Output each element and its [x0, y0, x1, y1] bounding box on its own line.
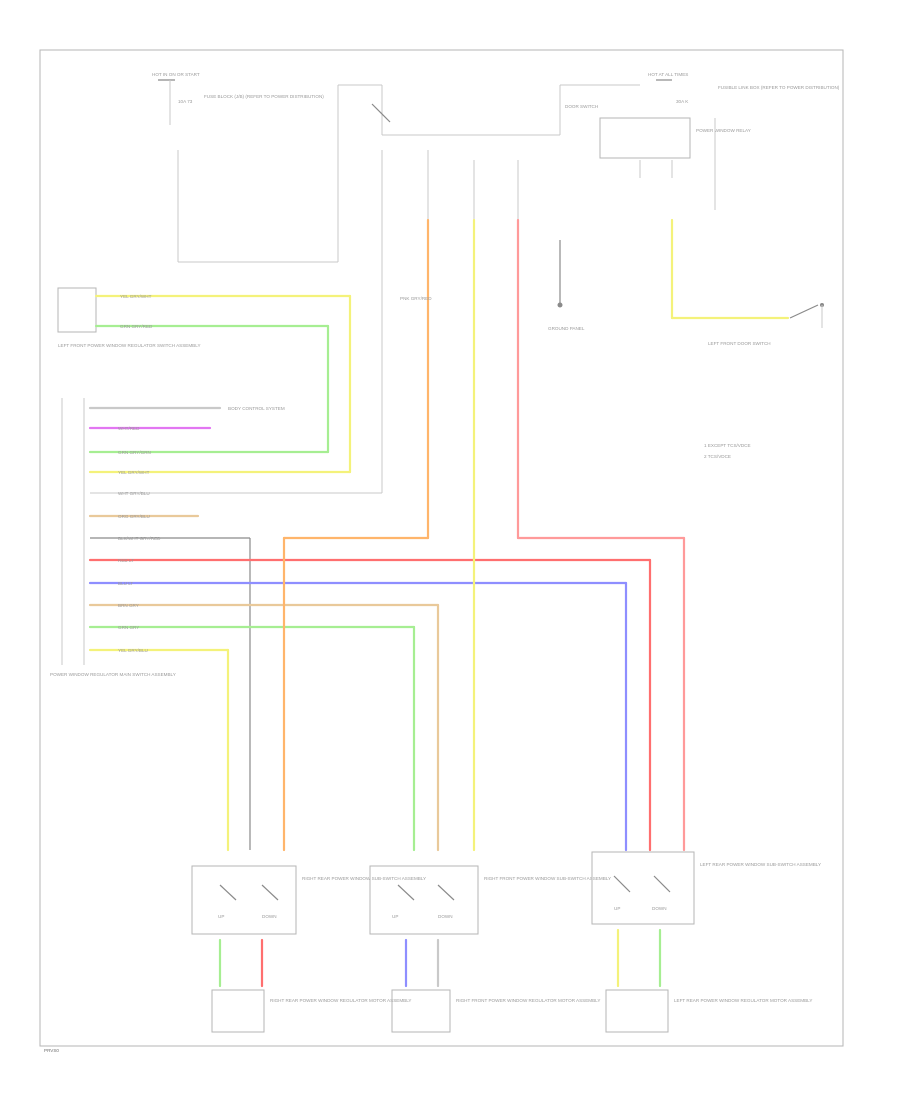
- power-relay-label: POWER WINDOW RELAY: [696, 128, 751, 133]
- vertical-feeds: PNK GRY/RED: [282, 218, 686, 852]
- wire-label-14: YEL GRY/BLU: [118, 648, 148, 653]
- lr-switch-up: UP: [614, 906, 620, 911]
- power-relay-box: [599, 117, 691, 159]
- wire-label-6: YEL GRY/WHT: [118, 470, 150, 475]
- left-front-switch-assy-label: LEFT FRONT POWER WINDOW REGULATOR SWITCH…: [58, 343, 201, 348]
- lr-motor-label: LEFT REAR POWER WINDOW REGULATOR MOTOR A…: [674, 998, 812, 1003]
- wire-label-5: GRN GRY/GRN: [118, 450, 151, 455]
- fuse-right-desc: FUSIBLE LINK BOX (REFER TO POWER DISTRIB…: [718, 85, 840, 90]
- left-front-door-switch-label: LEFT FRONT DOOR SWITCH: [708, 341, 771, 346]
- rr-motor: RIGHT REAR POWER WINDOW REGULATOR MOTOR …: [211, 989, 412, 1033]
- door-switch-label: DOOR SWITCH: [565, 104, 598, 109]
- wire-label-10: RED LT: [118, 558, 134, 563]
- legend-item-1: 1 EXCEPT TCS/VDCE: [704, 443, 751, 448]
- rr-switch-up: UP: [218, 914, 224, 919]
- rf-motor-label: RIGHT FRONT POWER WINDOW REGULATOR MOTOR…: [456, 998, 600, 1003]
- fuse-right-top-label: HOT AT ALL TIMES: [648, 72, 688, 77]
- rr-sub-switch: RIGHT REAR POWER WINDOW SUB-SWITCH ASSEM…: [191, 865, 426, 988]
- fuse-left-top-label: HOT IN ON OR START: [152, 72, 200, 77]
- rr-switch-down: DOWN: [262, 914, 277, 919]
- wire-label-3: WHT/RED: [118, 426, 140, 431]
- wire-label-11: BLU LT: [118, 581, 133, 586]
- diagram-border: [39, 49, 844, 1047]
- main-switch-desc: POWER WINDOW REGULATOR MAIN SWITCH ASSEM…: [50, 672, 176, 677]
- wire-label-12: BRN GRY: [118, 603, 139, 608]
- wire-label-9: BLK/WHT GRY/RED: [118, 536, 161, 541]
- fuse-left-desc: FUSE BLOCK (J/B) (REFER TO POWER DISTRIB…: [204, 94, 324, 99]
- fuse-left-label: 10A 73: [178, 99, 193, 104]
- rf-sub-switch: RIGHT FRONT POWER WINDOW SUB-SWITCH ASSE…: [369, 865, 611, 988]
- main-switch-bus: DOOR SWITCH: [371, 84, 640, 240]
- wire-label-4: PNK GRY/RED: [400, 296, 432, 301]
- lr-switch-down: DOWN: [652, 906, 667, 911]
- wire-label-13: GRN GRY: [118, 625, 139, 630]
- lr-switch-label: LEFT REAR POWER WINDOW SUB-SWITCH ASSEMB…: [700, 862, 821, 867]
- left-front-door-switch: LEFT FRONT DOOR SWITCH: [670, 218, 824, 346]
- body-control-label: BODY CONTROL SYSTEM: [228, 406, 285, 411]
- wire-label-7: WHT GRY/BLU: [118, 491, 150, 496]
- rr-switch-label: RIGHT REAR POWER WINDOW SUB-SWITCH ASSEM…: [302, 876, 426, 881]
- rf-motor: RIGHT FRONT POWER WINDOW REGULATOR MOTOR…: [391, 989, 600, 1033]
- ground-panel: GROUND PANEL: [548, 240, 585, 331]
- wire-label-2: GRN GRY/RED: [120, 324, 153, 329]
- fuse-left: HOT IN ON OR START 10A 73 FUSE BLOCK (J/…: [152, 72, 382, 263]
- legend-item-2: 2 TCS/VDCE: [704, 454, 731, 459]
- legend: 1 EXCEPT TCS/VDCE 2 TCS/VDCE: [704, 443, 751, 459]
- power-relay: HOT AT ALL TIMES 30A K FUSIBLE LINK BOX …: [599, 72, 840, 210]
- lr-sub-switch: LEFT REAR POWER WINDOW SUB-SWITCH ASSEMB…: [591, 851, 821, 988]
- rf-switch-down: DOWN: [438, 914, 453, 919]
- wire-label-1: YEL GRY/WHT: [120, 294, 152, 299]
- lr-motor: LEFT REAR POWER WINDOW REGULATOR MOTOR A…: [605, 989, 812, 1033]
- main-switch-connector: POWER WINDOW REGULATOR MAIN SWITCH ASSEM…: [50, 240, 652, 852]
- rf-switch-label: RIGHT FRONT POWER WINDOW SUB-SWITCH ASSE…: [484, 876, 611, 881]
- left-front-switch-assembly: LEFT FRONT POWER WINDOW REGULATOR SWITCH…: [57, 287, 352, 474]
- fuse-right-label: 30A K: [676, 99, 689, 104]
- rf-switch-up: UP: [392, 914, 398, 919]
- rr-motor-label: RIGHT REAR POWER WINDOW REGULATOR MOTOR …: [270, 998, 412, 1003]
- ground-panel-label: GROUND PANEL: [548, 326, 585, 331]
- wire-label-8: ORG GRY/BLU: [118, 514, 150, 519]
- footer-id: PRVS0: [44, 1048, 59, 1053]
